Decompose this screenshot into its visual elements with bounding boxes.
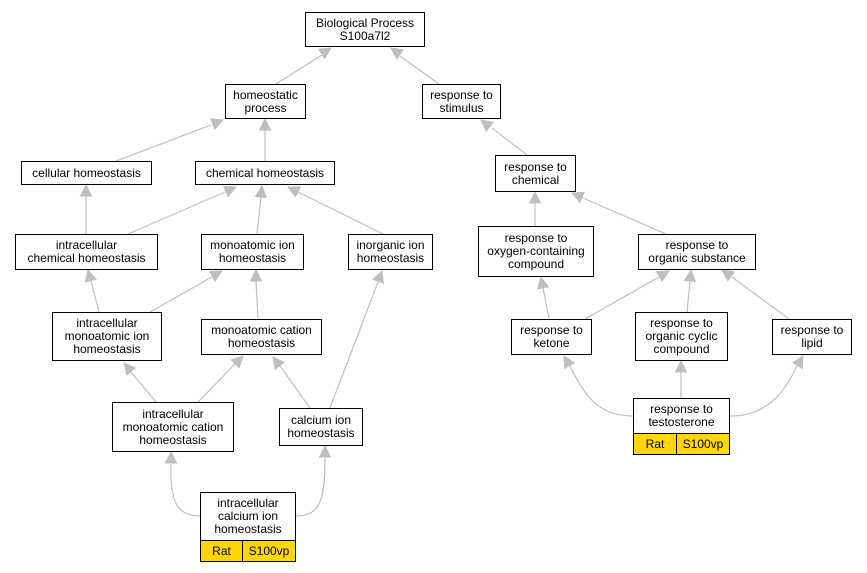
arrowhead	[258, 117, 272, 131]
arrowhead	[230, 355, 244, 369]
annotation-gene-s100vp: S100vp	[676, 433, 730, 455]
edge-response-to-ketone-to-response-to-oxygen-containing-compound	[536, 275, 550, 320]
arrowhead	[683, 268, 697, 283]
arrowhead	[570, 191, 586, 204]
edge-intracellular-chemical-homeostasis-to-chemical-homeostasis	[127, 185, 238, 235]
arrowhead	[372, 269, 385, 284]
edge-response-to-lipid-to-response-to-organic-substance	[721, 269, 790, 320]
edge-response-to-ketone-to-response-to-organic-substance	[584, 270, 670, 320]
arrowhead	[317, 47, 332, 60]
node-response-to-lipid[interactable]: response to lipid	[772, 319, 852, 355]
arrowhead	[286, 186, 302, 198]
edge-calcium-ion-homeostasis-to-inorganic-ion-homeostasis	[329, 269, 385, 409]
arrowhead	[791, 355, 804, 370]
edge-monoatomic-ion-homeostasis-to-chemical-homeostasis	[254, 184, 268, 235]
arrowhead	[655, 270, 670, 283]
edge-response-to-chemical-to-response-to-stimulus	[480, 119, 528, 156]
node-response-to-ketone[interactable]: response to ketone	[511, 319, 592, 355]
edge-chemical-homeostasis-to-homeostatic-process	[258, 117, 272, 161]
arrowhead	[79, 183, 93, 197]
arrowhead	[84, 268, 97, 283]
edge-response-to-organic-substance-to-response-to-chemical	[570, 191, 667, 235]
annotation-species-rat: Rat	[200, 540, 243, 562]
node-intracellular-chemical-homeostasis[interactable]: intracellular chemical homeostasis	[15, 234, 158, 270]
edge-response-to-oxygen-containing-compound-to-response-to-chemical	[528, 190, 542, 226]
arrowhead	[674, 359, 688, 373]
arrowhead	[721, 269, 736, 282]
annotation-gene-s100vp: S100vp	[242, 540, 296, 562]
node-homeostatic-process[interactable]: homeostatic process	[225, 84, 306, 119]
node-response-to-stimulus[interactable]: response to stimulus	[422, 84, 501, 119]
arrowhead	[123, 362, 137, 376]
node-response-to-organic-substance[interactable]: response to organic substance	[638, 234, 756, 270]
arrowhead	[318, 444, 332, 458]
arrowhead	[254, 184, 268, 199]
edge-intracellular-calcium-ion-homeostasis-to-calcium-ion-homeostasis	[295, 444, 332, 517]
node-intracellular-monoatomic-cation-homeostasis[interactable]: intracellular monoatomic cation homeosta…	[112, 402, 234, 452]
arrowhead	[528, 190, 542, 204]
edge-intracellular-chemical-homeostasis-to-cellular-homeostasis	[79, 183, 93, 234]
arrowhead	[209, 118, 225, 131]
edge-response-to-testosterone-to-response-to-lipid	[729, 355, 804, 417]
node-response-to-testosterone[interactable]: response to testosterone	[633, 398, 730, 434]
edge-response-to-stimulus-to-bp	[390, 47, 440, 85]
edge-homeostatic-process-to-bp	[275, 47, 332, 85]
node-biological-process[interactable]: Biological Process S100a7l2	[305, 12, 425, 47]
arrowhead	[249, 268, 263, 282]
node-response-to-organic-cyclic-compound[interactable]: response to organic cyclic compound	[635, 312, 728, 361]
edge-intracellular-monoatomic-cation-homeostasis-to-intracellular-monoatomic-ion-homeostasis	[123, 362, 157, 403]
node-intracellular-monoatomic-ion-homeostasis[interactable]: intracellular monoatomic ion homeostasis	[52, 312, 162, 361]
edge-intracellular-calcium-ion-homeostasis-to-intracellular-monoatomic-cation-homeostasis	[164, 450, 201, 517]
edge-intracellular-monoatomic-ion-homeostasis-to-intracellular-chemical-homeostasis	[84, 268, 100, 313]
node-cellular-homeostasis[interactable]: cellular homeostasis	[21, 161, 152, 185]
edge-response-to-testosterone-to-response-to-organic-cyclic-compound	[674, 359, 688, 398]
edge-calcium-ion-homeostasis-to-monoatomic-cation-homeostasis	[272, 356, 311, 409]
node-chemical-homeostasis[interactable]: chemical homeostasis	[195, 161, 335, 185]
node-inorganic-ion-homeostasis[interactable]: inorganic ion homeostasis	[348, 234, 433, 270]
annotation-species-rat: Rat	[633, 433, 677, 455]
arrowhead	[536, 275, 550, 290]
node-monoatomic-ion-homeostasis[interactable]: monoatomic ion homeostasis	[201, 234, 304, 270]
node-response-to-chemical[interactable]: response to chemical	[495, 155, 576, 192]
arrowhead	[390, 47, 405, 60]
arrowhead	[563, 355, 576, 370]
edge-intracellular-monoatomic-ion-homeostasis-to-monoatomic-ion-homeostasis	[149, 270, 223, 313]
arrowhead	[222, 185, 238, 198]
arrowhead	[272, 356, 285, 370]
arrowhead	[208, 270, 223, 283]
edge-inorganic-ion-homeostasis-to-chemical-homeostasis	[286, 186, 384, 235]
arrowhead	[480, 119, 494, 133]
node-calcium-ion-homeostasis[interactable]: calcium ion homeostasis	[279, 408, 363, 446]
arrowhead	[164, 450, 178, 464]
node-intracellular-calcium-ion-homeostasis[interactable]: intracellular calcium ion homeostasis	[200, 492, 296, 541]
edge-response-to-organic-cyclic-compound-to-response-to-organic-substance	[683, 268, 697, 313]
edge-response-to-testosterone-to-response-to-ketone	[563, 355, 634, 417]
node-monoatomic-cation-homeostasis[interactable]: monoatomic cation homeostasis	[201, 319, 322, 355]
node-response-to-oxygen-containing-compound[interactable]: response to oxygen-containing compound	[478, 226, 594, 277]
edge-intracellular-monoatomic-cation-homeostasis-to-monoatomic-cation-homeostasis	[197, 355, 244, 403]
edge-monoatomic-cation-homeostasis-to-monoatomic-ion-homeostasis	[249, 268, 263, 320]
edge-cellular-homeostasis-to-homeostatic-process	[115, 118, 225, 162]
